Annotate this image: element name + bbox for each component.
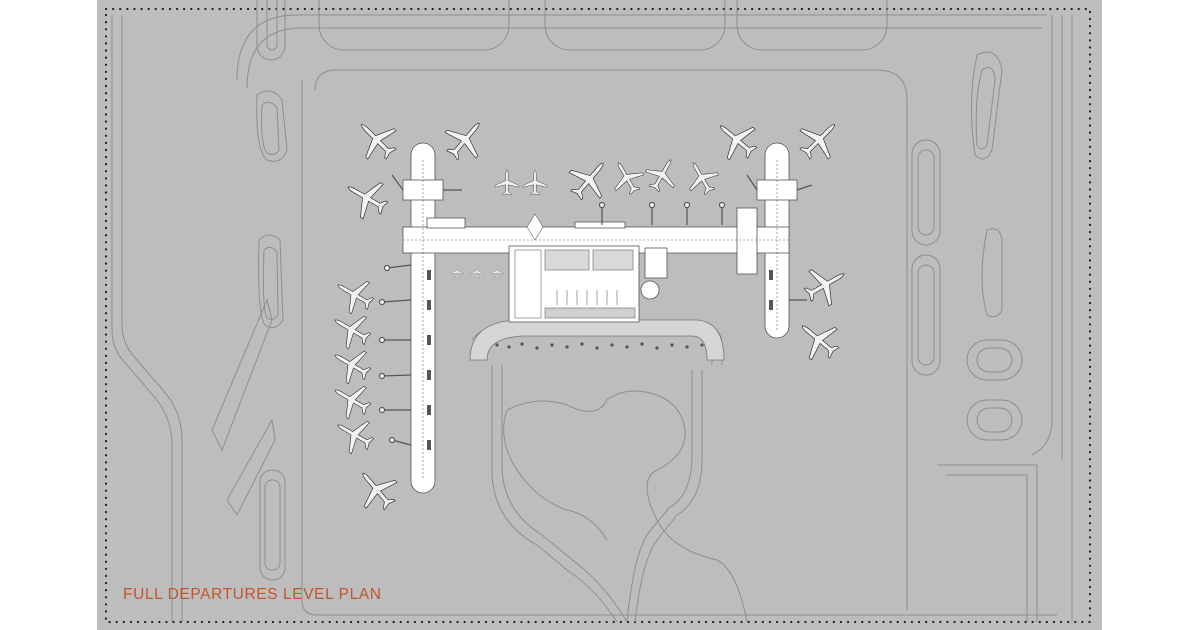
processor-detail xyxy=(403,160,789,480)
aircraft xyxy=(470,265,484,279)
aircraft xyxy=(347,459,406,519)
aircraft xyxy=(325,339,377,390)
aircraft xyxy=(790,109,850,169)
aircraft xyxy=(450,265,464,279)
aircraft xyxy=(560,149,619,209)
aircraft xyxy=(337,169,395,226)
aircraft xyxy=(346,109,406,169)
aircraft xyxy=(639,151,685,198)
aircraft xyxy=(604,154,650,201)
pier-gate-blocks xyxy=(427,270,773,450)
aircraft xyxy=(328,269,380,320)
aircraft xyxy=(494,169,520,196)
aircraft xyxy=(436,109,495,169)
aircraft xyxy=(522,169,548,196)
aircraft xyxy=(490,265,504,279)
plan-sheet: FULL DEPARTURES LEVEL PLAN xyxy=(97,0,1102,630)
aircraft xyxy=(706,110,766,169)
curbside-band xyxy=(469,319,725,361)
aircraft xyxy=(797,256,855,313)
plan-title: FULL DEPARTURES LEVEL PLAN xyxy=(123,586,382,603)
aircraft xyxy=(788,310,848,369)
aircraft xyxy=(328,409,380,460)
aircraft xyxy=(679,154,725,201)
jet-bridges xyxy=(378,174,813,446)
aircraft xyxy=(325,374,377,425)
site-plan-drawing xyxy=(104,0,1092,624)
